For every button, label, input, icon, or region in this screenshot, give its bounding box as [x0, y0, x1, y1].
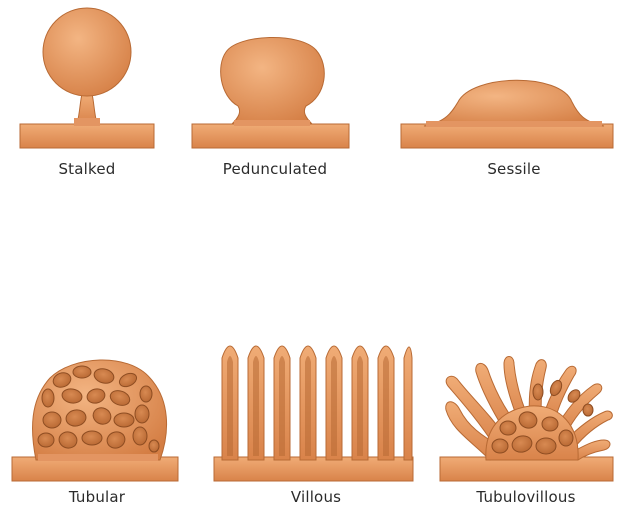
villous-base — [214, 457, 413, 481]
label-stalked: Stalked — [58, 160, 115, 178]
villous-polyp — [214, 346, 413, 481]
pedunculated-head — [221, 37, 325, 124]
label-tubulovillous: Tubulovillous — [476, 488, 575, 506]
sessile-polyp — [401, 80, 613, 148]
label-sessile: Sessile — [487, 160, 540, 178]
tubulovillous-base — [440, 457, 613, 481]
stalked-polyp — [20, 8, 154, 148]
pedunculated-polyp — [192, 37, 349, 148]
pedunculated-base — [192, 124, 349, 148]
sessile-dome — [424, 80, 604, 126]
label-tubular: Tubular — [69, 488, 125, 506]
tubulovillous-polyp — [440, 357, 613, 482]
stalked-base — [20, 124, 154, 148]
sessile-base — [401, 124, 613, 148]
stalked-head — [43, 8, 131, 96]
label-villous: Villous — [291, 488, 341, 506]
tubular-polyp — [12, 360, 178, 481]
label-pedunculated: Pedunculated — [223, 160, 327, 178]
